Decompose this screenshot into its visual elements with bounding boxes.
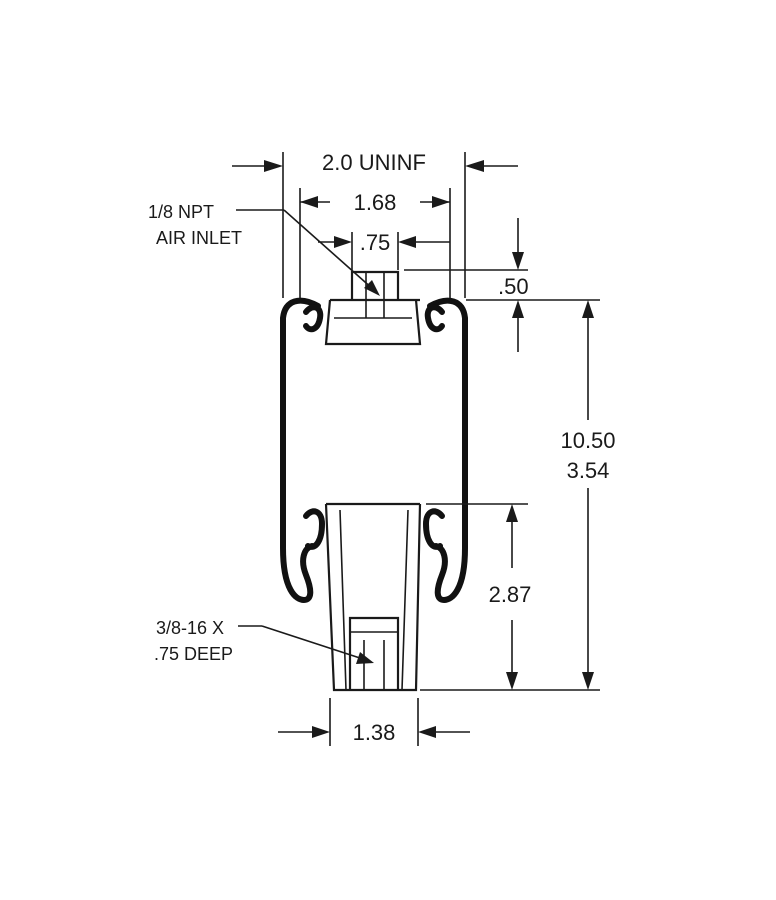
dim-piston-height <box>426 503 528 690</box>
dim-top-offset-label: .50 <box>498 274 529 299</box>
mount-hole-label-line2: .75 DEEP <box>154 644 233 664</box>
dim-inlet-width-label: .75 <box>360 230 391 255</box>
dim-overall-width-label: 2.0 UNINF <box>322 150 426 175</box>
mount-hole-leader <box>238 625 374 664</box>
dim-height-max-label: 10.50 <box>560 428 615 453</box>
rubber-bellows <box>280 297 468 603</box>
dim-overall-width <box>232 152 518 298</box>
dim-height-min-label: 3.54 <box>567 458 610 483</box>
dim-top-plate-width-label: 1.68 <box>354 190 397 215</box>
piston <box>324 502 422 692</box>
dim-inlet-width <box>318 232 450 270</box>
dim-top-plate-width <box>299 188 451 298</box>
air-inlet-label-line2: AIR INLET <box>156 228 242 248</box>
top-bead-plate <box>324 270 422 346</box>
dim-overall-height <box>420 300 600 691</box>
air-inlet-leader <box>236 209 380 296</box>
dim-piston-base-width-label: 1.38 <box>353 720 396 745</box>
air-inlet-label-line1: 1/8 NPT <box>148 202 214 222</box>
dim-piston-base-width <box>278 698 470 746</box>
dim-piston-height-label: 2.87 <box>489 582 532 607</box>
dim-top-offset <box>404 218 600 352</box>
mount-hole-label-line1: 3/8-16 X <box>156 618 224 638</box>
